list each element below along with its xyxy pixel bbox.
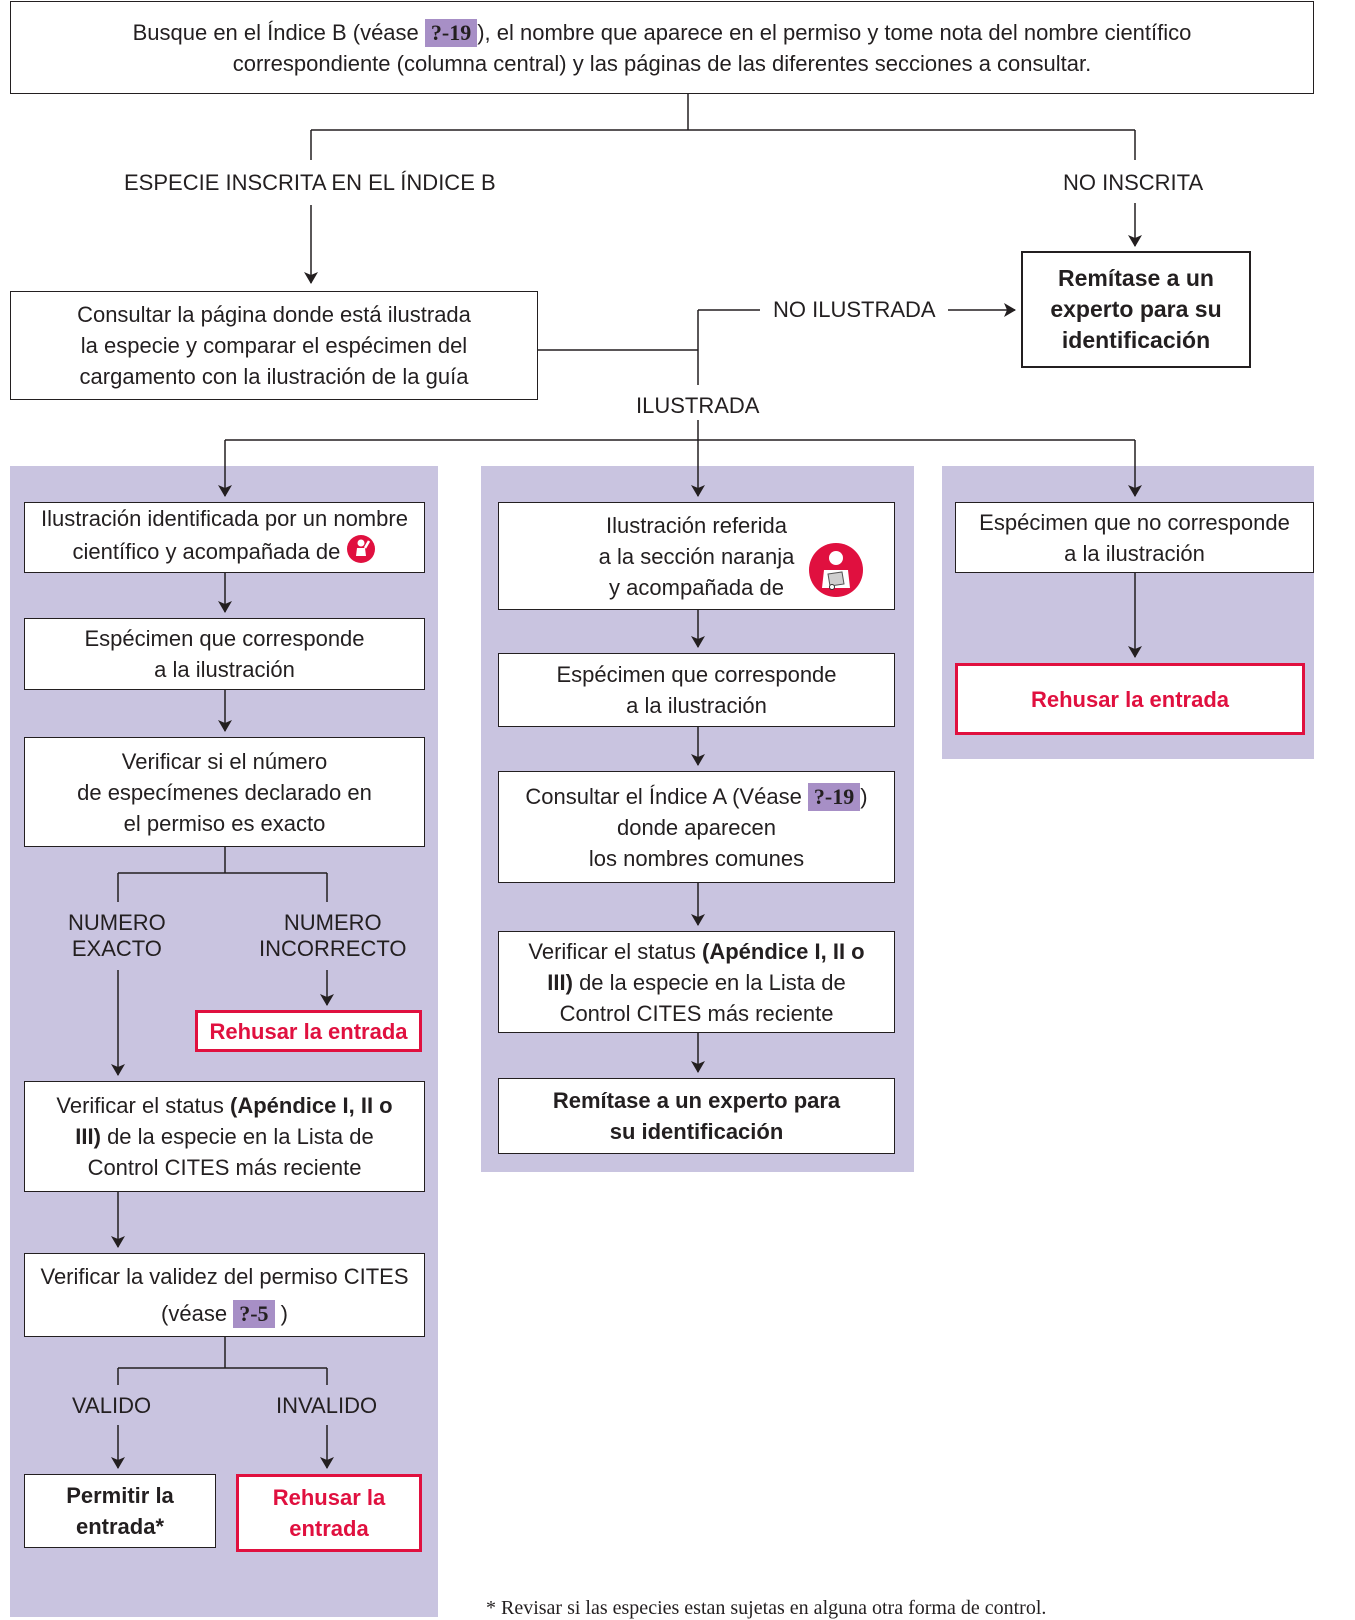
top-box-text-post: ), el nombre que aparece en el permiso y… (477, 19, 1192, 45)
consult-line-3: cargamento con la ilustración de la guía (79, 364, 469, 389)
label-valido: VALIDO (72, 1393, 152, 1418)
top-box-text-pre: Busque en el Índice B (véase (132, 19, 425, 45)
middle-illustration-box: Ilustración referida a la sección naranj… (498, 502, 895, 610)
refuse-entry-box-invalid: Rehusar la entrada (236, 1474, 422, 1552)
consult-line-1: Consultar la página donde está ilustrada (77, 302, 471, 327)
consult-page-box: Consultar la página donde está ilustrada… (10, 291, 538, 400)
left-b1-line-1: Ilustración identificada por un nombre (41, 506, 408, 531)
left-verify-count-box: Verificar si el número de especímenes de… (24, 737, 425, 847)
expert-line-2: experto para su (1050, 296, 1222, 322)
label-no-inscrita: NO INSCRITA (1063, 170, 1204, 195)
label-especie-inscrita: ESPECIE INSCRITA EN EL ÍNDICE B (124, 170, 496, 195)
left-b5-line-1: Verificar la validez del permiso CITES (40, 1264, 409, 1289)
middle-consult-index-box: Consultar el Índice A (Véase ?-19) donde… (498, 771, 895, 883)
left-b3-line-2: de especímenes declarado en (77, 779, 372, 805)
left-b3-line-3: el permiso es exacto (123, 810, 326, 836)
middle-verify-status-box: Verificar el status (Apéndice I, II o II… (498, 931, 895, 1033)
consult-line-2: la especie y comparar el espécimen del (80, 333, 468, 358)
refuse-entry-box-count: Rehusar la entrada (195, 1010, 422, 1052)
permit-entry-box: Permitir la entrada* (24, 1474, 216, 1548)
left-b1-line-2: científico y acompañada de (72, 538, 341, 564)
instruction-box-top: Busque en el Índice B (véase ?-19), el n… (10, 1, 1314, 94)
left-b2-line-2: a la ilustración (154, 657, 295, 682)
person-with-book-icon (808, 542, 864, 606)
refuse-entry-box-no-match: Rehusar la entrada (955, 663, 1305, 735)
left-verify-status-box: Verificar el status (Apéndice I, II o II… (24, 1081, 425, 1192)
left-illustration-box: Ilustración identificada por un nombre c… (24, 502, 425, 573)
person-raised-hand-icon (346, 534, 376, 572)
expert-line-3: identificación (1061, 327, 1211, 353)
label-invalido: INVALIDO (276, 1393, 378, 1418)
page-ref-tag-middle: ?-19 (807, 782, 861, 811)
refer-expert-box: Remítase a un experto para su identifica… (1021, 251, 1251, 368)
top-box-text-line2: correspondiente (columna central) y las … (232, 50, 1092, 76)
left-verify-permit-box: Verificar la validez del permiso CITES (… (24, 1253, 425, 1337)
left-specimen-match-box: Espécimen que corresponde a la ilustraci… (24, 618, 425, 690)
footnote: * Revisar si las especies estan sujetas … (486, 1597, 1047, 1619)
page-ref-tag-left: ?-5 (233, 1300, 275, 1328)
page-ref-tag: ?-19 (424, 18, 478, 47)
label-no-ilustrada: NO ILUSTRADA (773, 297, 936, 322)
left-b3-line-1: Verificar si el número (121, 748, 328, 774)
middle-refer-expert-box: Remítase a un experto para su identifica… (498, 1078, 895, 1154)
right-no-match-box: Espécimen que no corresponde a la ilustr… (955, 502, 1314, 573)
left-b2-line-1: Espécimen que corresponde (84, 626, 365, 651)
expert-line-1: Remítase a un (1058, 265, 1214, 291)
label-ilustrada: ILUSTRADA (636, 393, 760, 418)
middle-specimen-match-box: Espécimen que corresponde a la ilustraci… (498, 653, 895, 727)
